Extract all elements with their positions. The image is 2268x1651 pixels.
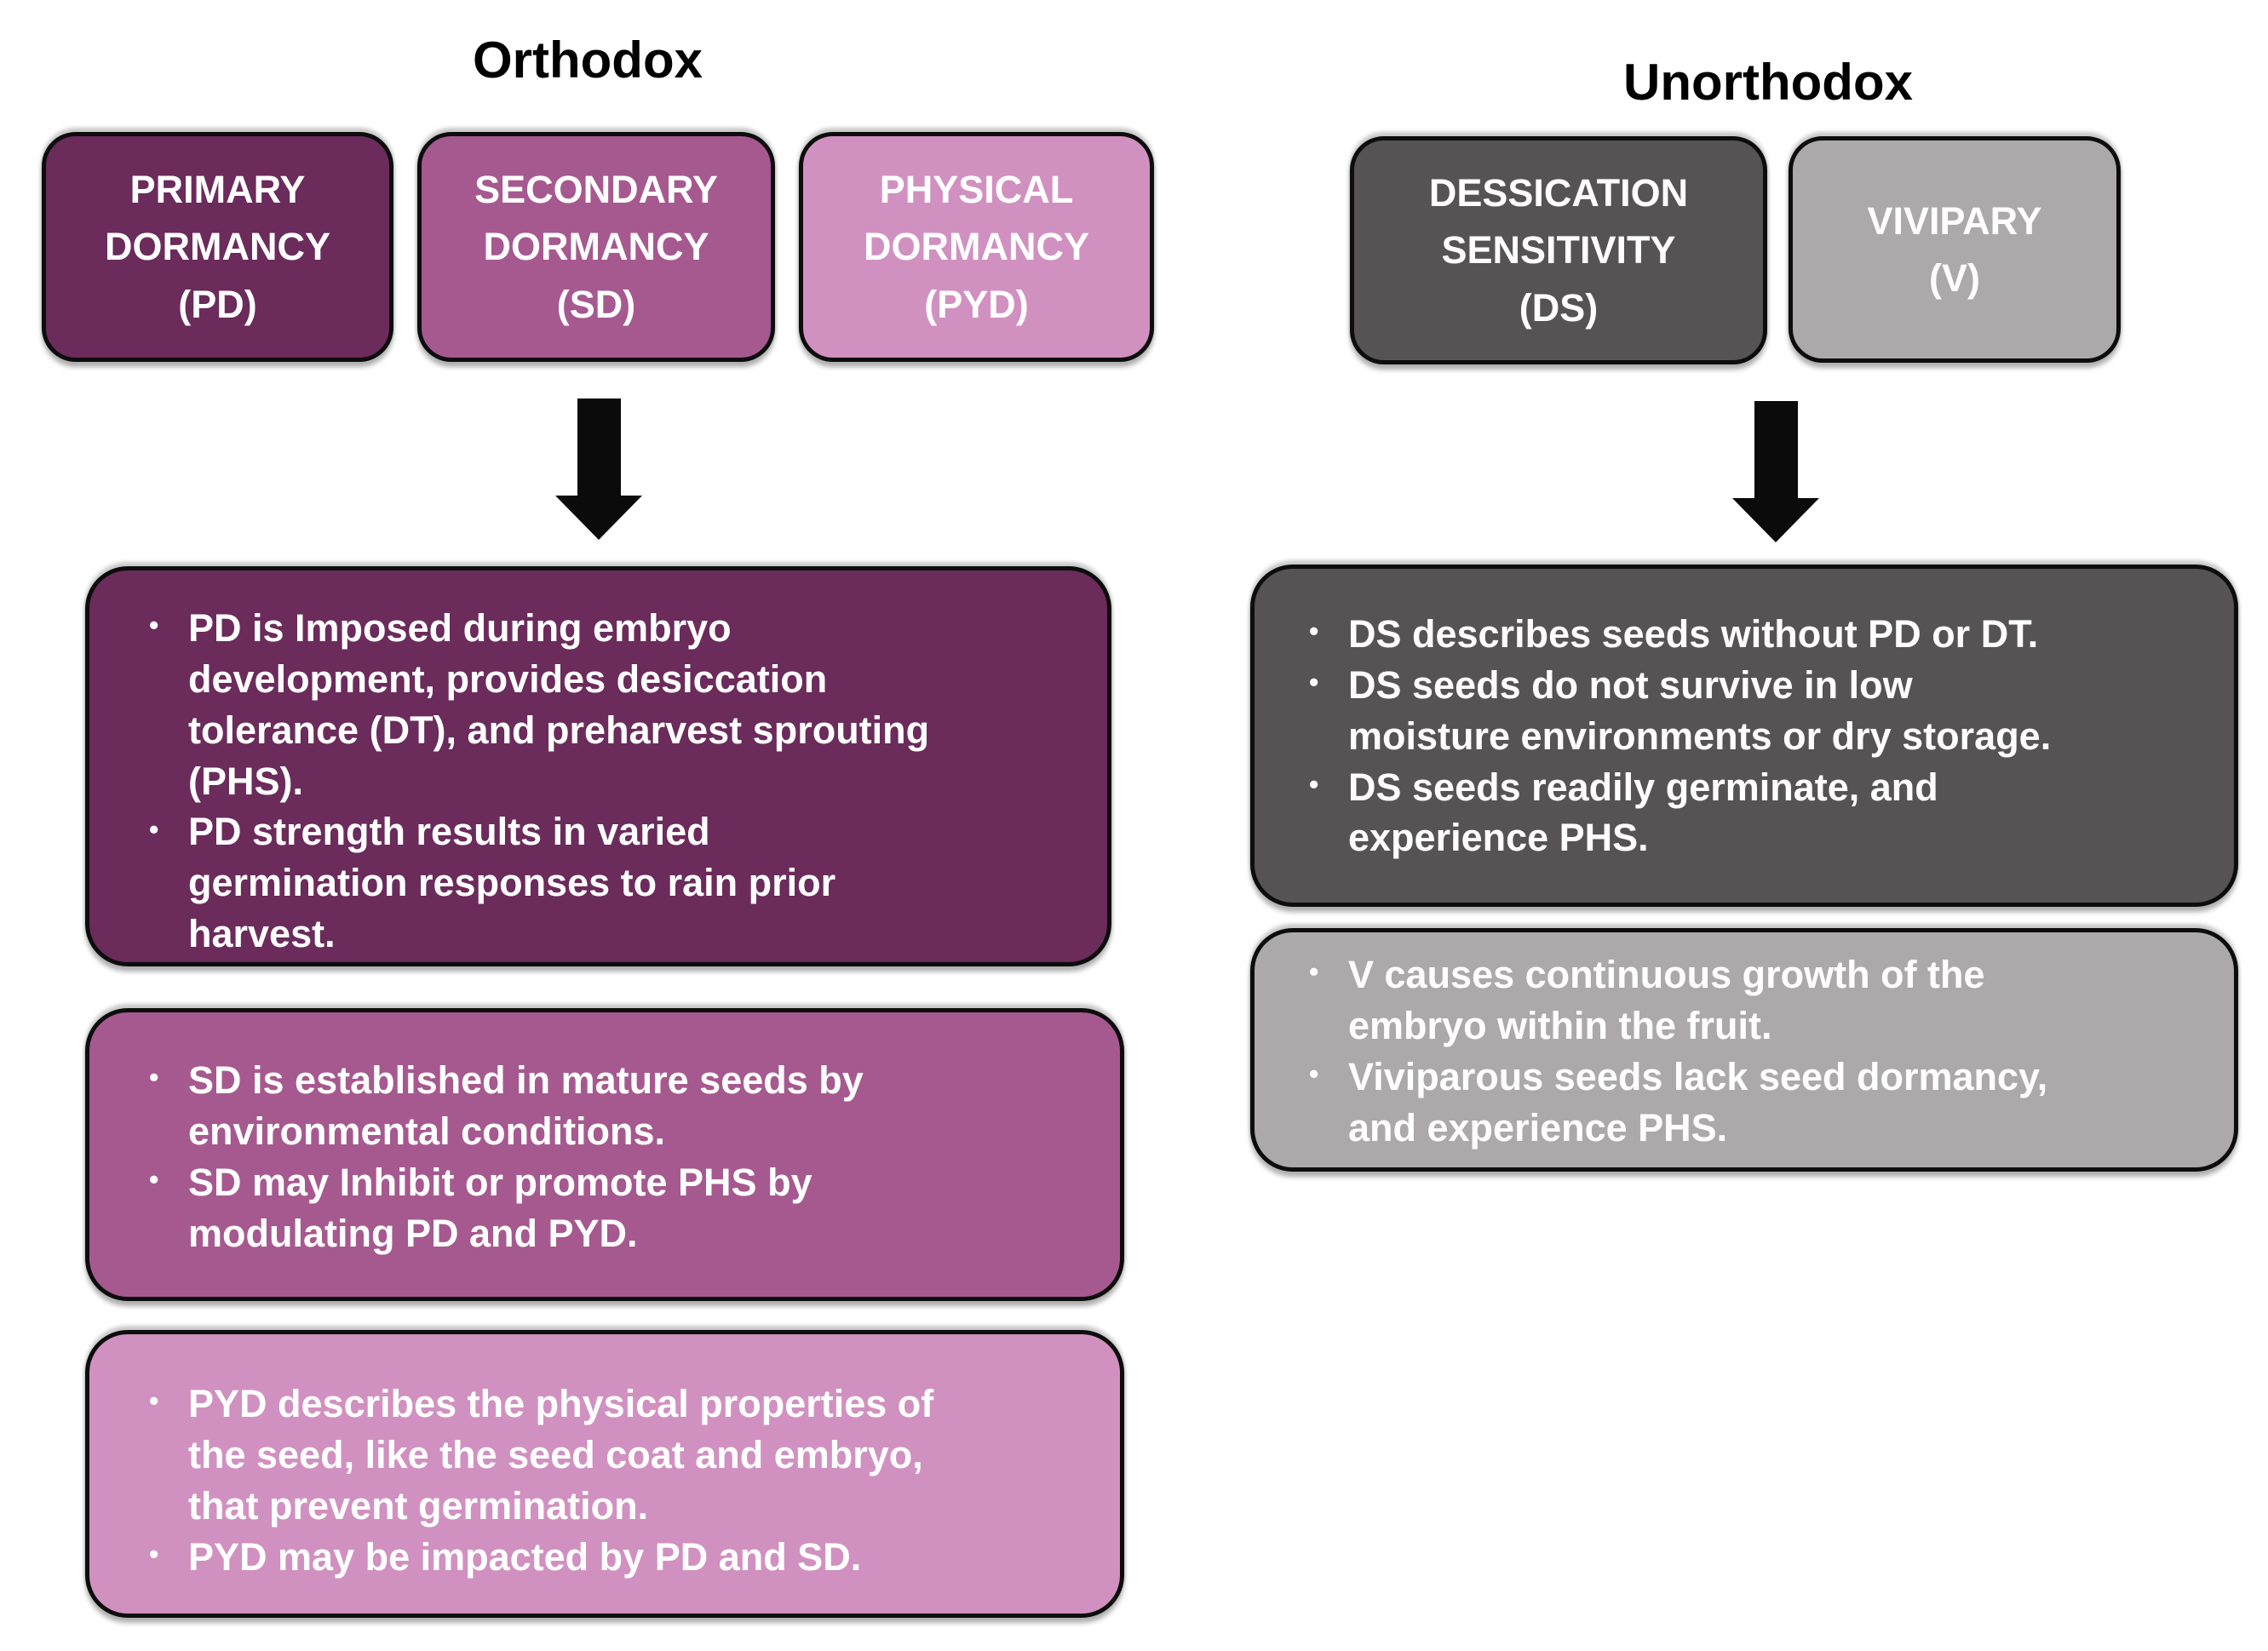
- primary-dormancy-details: PD is Imposed during embryo development,…: [85, 566, 1111, 966]
- secondary-dormancy-details: SD is established in mature seeds by env…: [85, 1008, 1124, 1301]
- secondary-dormancy-label: SECONDARY DORMANCY (SD): [474, 167, 718, 326]
- bullet-item: DS seeds readily germinate, and experien…: [1304, 762, 2217, 864]
- vivipary-details: V causes continuous growth of the embryo…: [1250, 928, 2238, 1172]
- dessication-sensitivity-box: DESSICATION SENSITIVITY (DS): [1350, 136, 1767, 364]
- secondary-dormancy-box: SECONDARY DORMANCY (SD): [417, 132, 775, 362]
- bullet-list: DS describes seeds without PD or DT. DS …: [1255, 569, 2234, 863]
- bullet-item: PYD may be impacted by PD and SD.: [144, 1532, 1103, 1583]
- bullet-list: PD is Imposed during embryo development,…: [89, 570, 1107, 960]
- down-arrow-head: [555, 496, 642, 540]
- bullet-list: V causes continuous growth of the embryo…: [1255, 932, 2234, 1153]
- bullet-item: SD may Inhibit or promote PHS by modulat…: [144, 1157, 1103, 1259]
- bullet-item: V causes continuous growth of the embryo…: [1304, 949, 2217, 1052]
- primary-dormancy-label: PRIMARY DORMANCY (PD): [105, 167, 330, 326]
- down-arrow-head: [1732, 498, 1819, 542]
- down-arrow-stem: [577, 398, 621, 496]
- bullet-item: Viviparous seeds lack seed dormancy, and…: [1304, 1052, 2217, 1154]
- bullet-item: PYD describes the physical properties of…: [144, 1379, 1103, 1532]
- unorthodox-heading: Unorthodox: [1623, 54, 1913, 111]
- down-arrow-stem: [1754, 401, 1798, 498]
- bullet-list: PYD describes the physical properties of…: [89, 1334, 1120, 1582]
- bullet-list: SD is established in mature seeds by env…: [89, 1012, 1120, 1258]
- physical-dormancy-details: PYD describes the physical properties of…: [85, 1330, 1124, 1618]
- bullet-item: SD is established in mature seeds by env…: [144, 1055, 1103, 1157]
- primary-dormancy-box: PRIMARY DORMANCY (PD): [42, 132, 393, 362]
- down-arrow-icon: [555, 398, 642, 540]
- dessication-sensitivity-label: DESSICATION SENSITIVITY (DS): [1428, 170, 1689, 330]
- physical-dormancy-box: PHYSICAL DORMANCY (PYD): [799, 132, 1154, 362]
- down-arrow-icon: [1732, 401, 1819, 542]
- dessication-sensitivity-details: DS describes seeds without PD or DT. DS …: [1250, 565, 2238, 907]
- bullet-item: PD is Imposed during embryo development,…: [144, 603, 1090, 806]
- vivipary-box: VIVIPARY (V): [1789, 136, 2121, 363]
- orthodox-heading: Orthodox: [473, 32, 703, 89]
- bullet-item: DS seeds do not survive in low moisture …: [1304, 660, 2217, 762]
- physical-dormancy-label: PHYSICAL DORMANCY (PYD): [864, 167, 1089, 326]
- vivipary-label: VIVIPARY (V): [1867, 198, 2042, 301]
- bullet-item: DS describes seeds without PD or DT.: [1304, 609, 2217, 660]
- bullet-item: PD strength results in varied germinatio…: [144, 806, 1090, 960]
